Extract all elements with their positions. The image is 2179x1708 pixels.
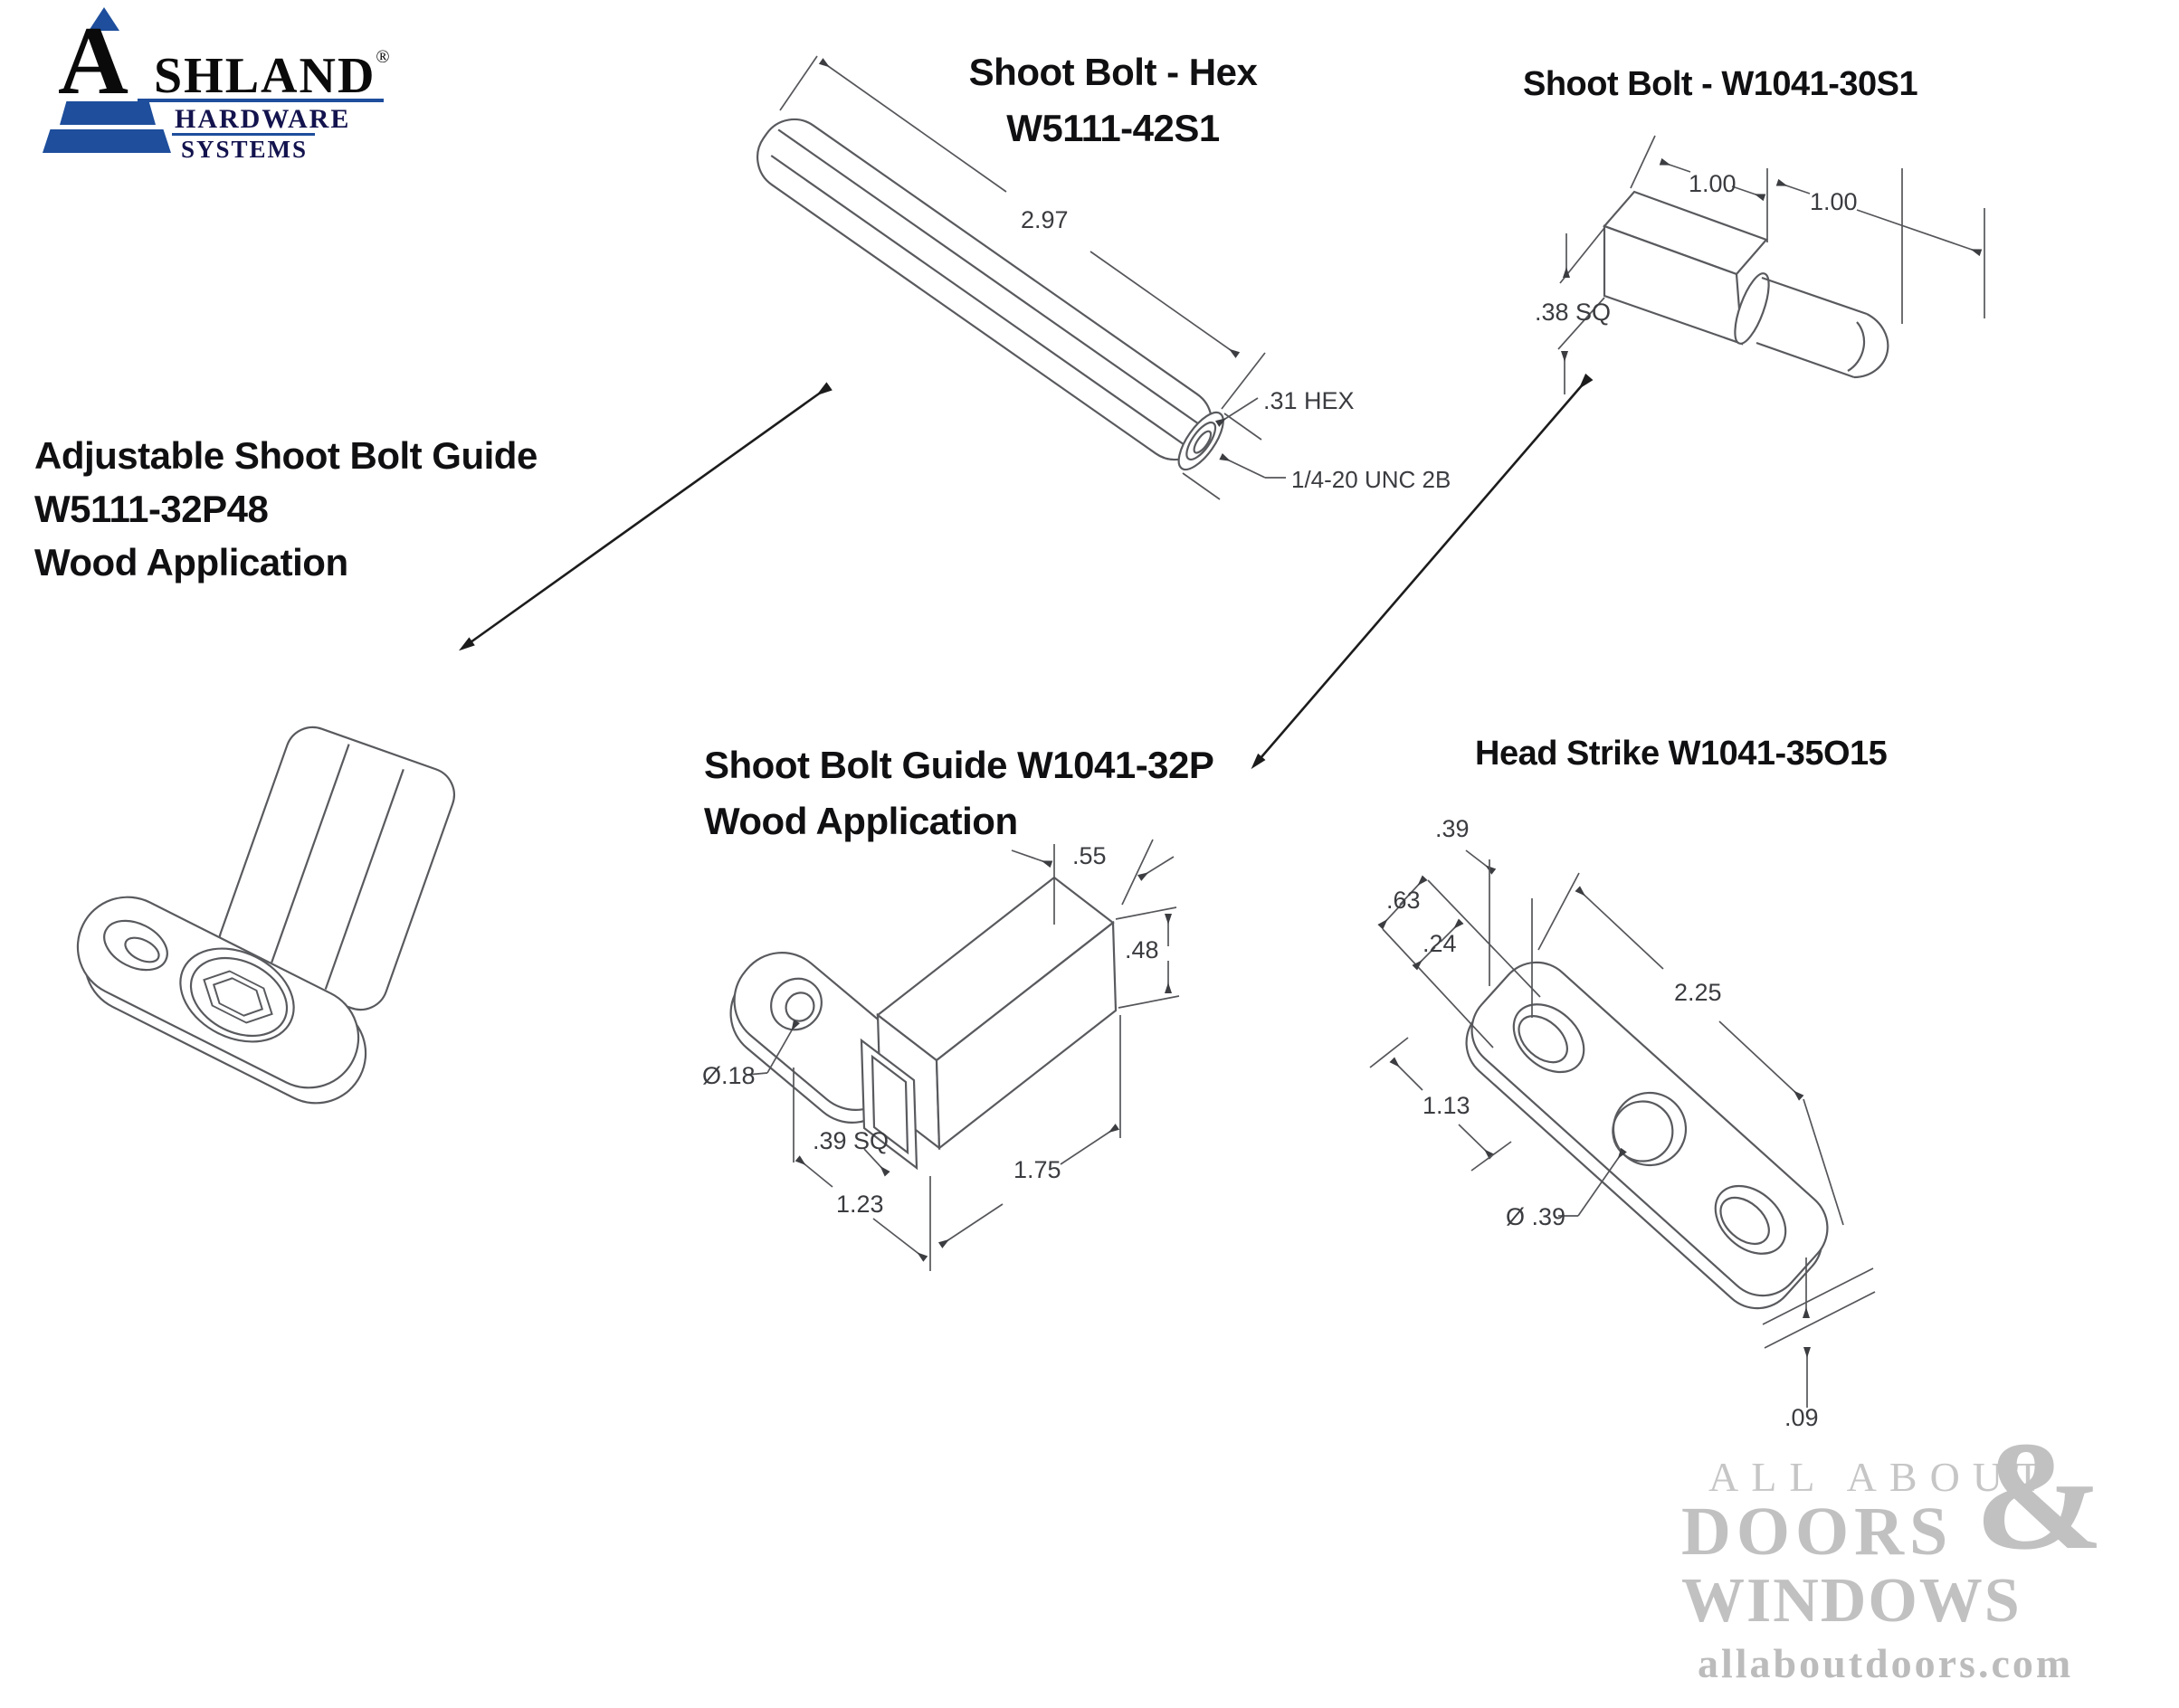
adjustable-guide-title-line1: Adjustable Shoot Bolt Guide (34, 434, 538, 477)
adjustable-guide-title-line3: Wood Application (34, 541, 348, 584)
watermark-ampersand: & (1974, 1410, 2105, 1582)
hex-bolt-dim-hex: .31 HEX (1263, 387, 1355, 414)
head-strike-dim-width: .63 (1386, 887, 1421, 914)
head-strike-drawing (1369, 849, 1876, 1408)
shoot-bolt-dim-square: .38 SQ (1535, 299, 1612, 326)
shoot-bolt-dim-pin: 1.00 (1810, 188, 1858, 215)
guide-dim-top: .55 (1072, 842, 1107, 869)
head-strike-dim-center: 1.13 (1419, 1092, 1474, 1120)
head-strike-dim-length: 2.25 (1670, 979, 1726, 1007)
arrow-guide-to-hexbolt (458, 382, 833, 651)
head-strike-dim-hole: Ø .39 (1506, 1203, 1566, 1230)
guide-dim-height: .48 (1125, 936, 1159, 963)
hex-bolt-title-line1: Shoot Bolt - Hex (968, 51, 1258, 93)
logo-rule-1 (138, 99, 384, 102)
hex-shoot-bolt-drawing (756, 55, 1286, 500)
head-strike-title: Head Strike W1041-35O15 (1475, 735, 1888, 773)
connector-arrows (458, 373, 1594, 770)
guide-dim-hole: Ø.18 (702, 1062, 756, 1089)
logo-pyramid-bar-2 (43, 129, 171, 153)
watermark-url: allaboutdoors.com (1698, 1640, 2074, 1686)
guide-dim-square: .39 SQ (813, 1127, 890, 1154)
guide-dim-width: 1.23 (836, 1191, 884, 1218)
logo-systems: SYSTEMS (181, 136, 309, 163)
arrow-guide-to-shootbolt (1251, 373, 1594, 770)
logo-letter-a: A (58, 7, 128, 115)
hex-bolt-title-line2: W5111-42S1 (1006, 107, 1220, 149)
shoot-bolt-title: Shoot Bolt - W1041-30S1 (1523, 65, 1918, 103)
adjustable-guide-drawing (76, 726, 455, 1105)
shoot-bolt-drawing (1557, 135, 1985, 394)
logo-pyramid-bar-1 (60, 101, 156, 125)
watermark-doors: DOORS (1681, 1494, 1954, 1570)
adjustable-guide-title-line2: W5111-32P48 (34, 488, 269, 530)
watermark-windows: WINDOWS (1681, 1566, 2022, 1636)
head-strike-dim-slot: .24 (1423, 930, 1457, 957)
logo-rule-2 (172, 133, 315, 136)
head-strike-dim-end: .39 (1435, 815, 1470, 842)
head-strike-dim-thickness: .09 (1784, 1404, 1819, 1431)
guide-drawing (729, 839, 1180, 1271)
watermark-all-about: ALL ABOUT (1708, 1454, 2054, 1500)
shoot-bolt-dim-bar: 1.00 (1689, 170, 1737, 197)
guide-title-line1: Shoot Bolt Guide W1041-32P (704, 744, 1214, 786)
hex-bolt-dim-length: 2.97 (1021, 206, 1069, 233)
guide-title-line2: Wood Application (704, 800, 1018, 842)
hex-bolt-dim-thread: 1/4-20 UNC 2B (1291, 466, 1451, 493)
guide-dim-length: 1.75 (1013, 1156, 1061, 1183)
logo-wordmark: SHLAND® (154, 47, 390, 104)
logo-hardware: HARDWARE (175, 104, 351, 134)
